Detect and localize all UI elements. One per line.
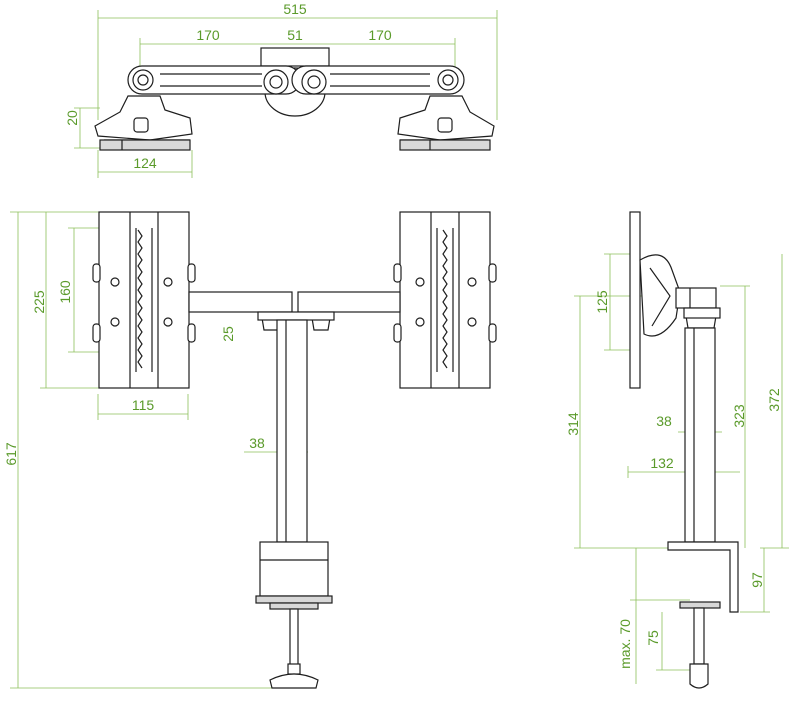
dim-side-depth: 132 [650,455,674,471]
dim-top-arm-left: 170 [196,27,220,43]
dim-front-vesa: 160 [57,280,73,304]
dim-front-arm-thickness: 25 [220,326,236,342]
dim-top-clamp-width: 124 [133,155,157,171]
dim-side-pole-width: 38 [656,413,672,429]
dim-side-height-314: 314 [565,412,581,436]
top-view: 515 170 51 170 20 124 [64,1,498,178]
dim-side-height-323: 323 [731,404,747,428]
dim-side-vesa: 125 [594,290,610,314]
dim-top-center: 51 [287,27,303,43]
side-view: 314 125 323 372 38 132 97 max. 70 75 [565,211,789,689]
dim-front-plate-height: 225 [31,290,47,314]
dim-side-max-desk: max. 70 [617,619,633,669]
dim-top-arm-right: 170 [368,27,392,43]
dim-top-height: 20 [64,110,80,126]
dim-top-total-width: 515 [283,1,307,17]
dim-front-total-height: 617 [3,442,19,466]
dim-side-height-372: 372 [766,388,782,412]
dim-side-clamp-97: 97 [749,572,765,588]
dim-side-75: 75 [645,630,661,646]
dim-front-plate-width: 115 [132,397,155,413]
dim-front-pole-width: 38 [249,435,265,451]
front-view: 617 225 160 25 115 38 [3,211,497,689]
